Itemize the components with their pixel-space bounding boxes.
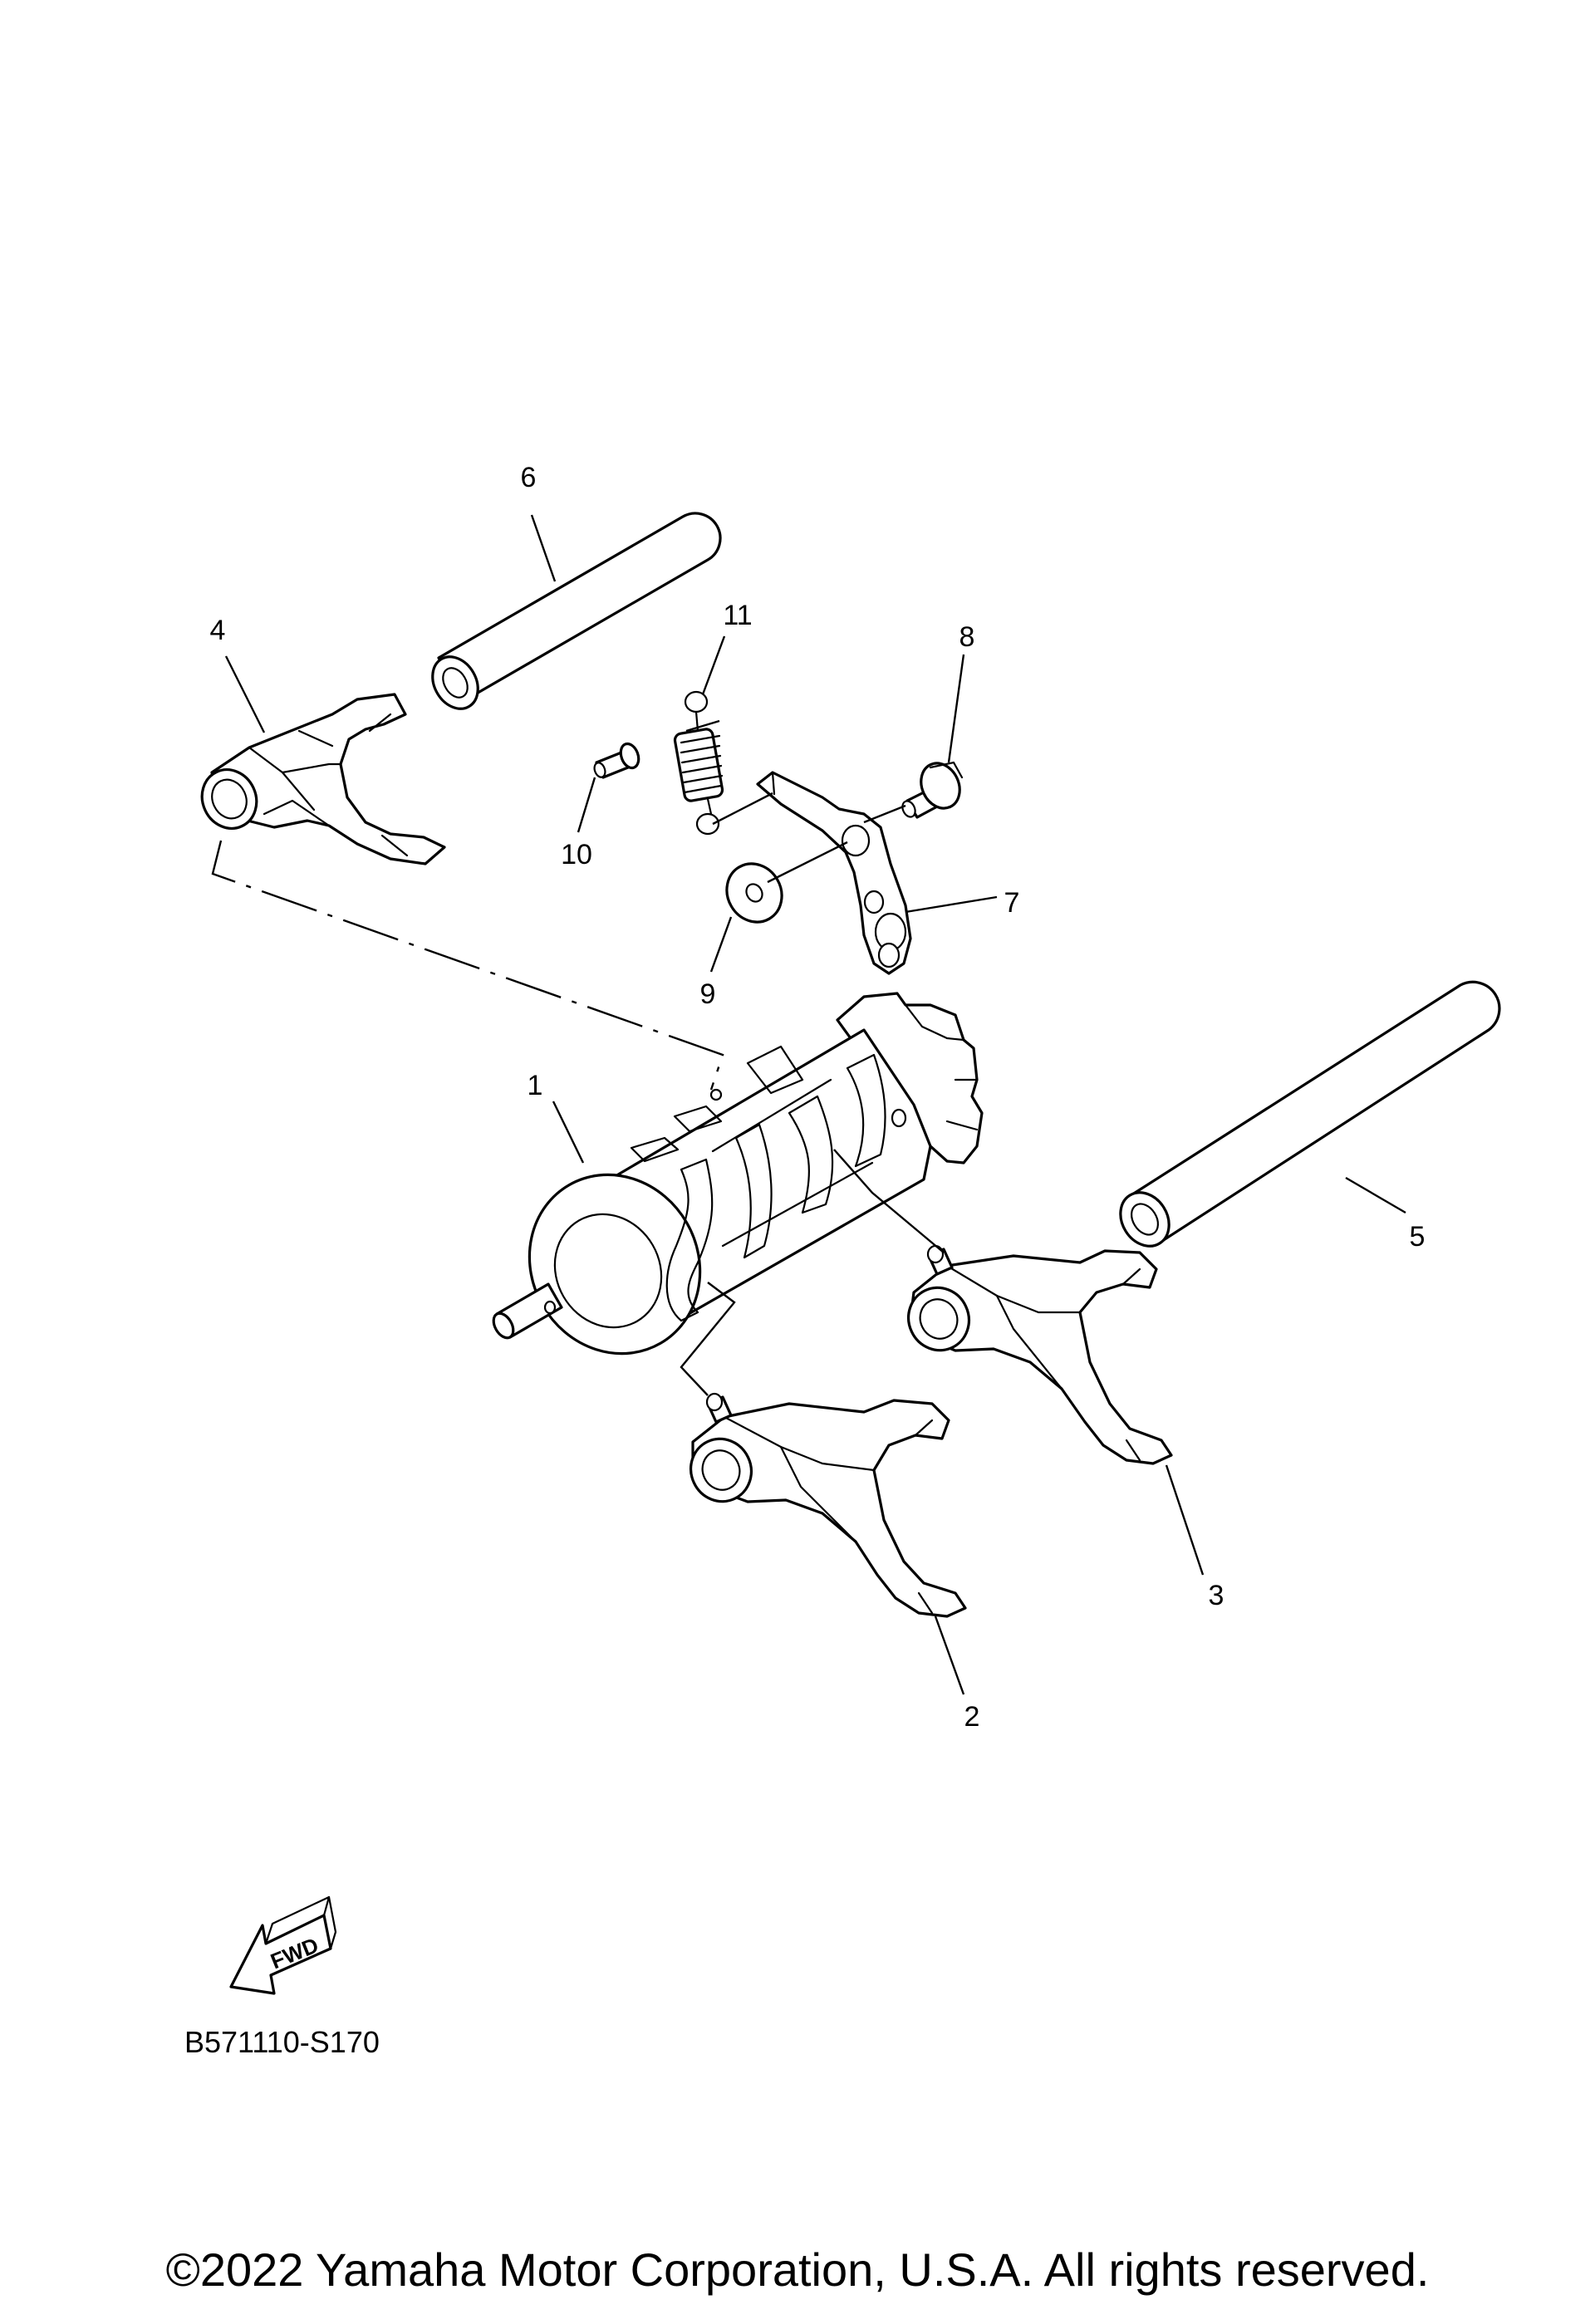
callout-10: 10 [561,839,592,870]
callout-11: 11 [723,600,752,631]
bolt-8 [901,761,964,819]
fwd-arrow-icon: FWD [229,1895,337,1995]
shift-fork-shaft-right [1119,980,1501,1248]
bolt-10 [593,742,640,779]
shift-fork-shaft-upper [431,512,722,710]
stopper-lever [756,771,912,975]
callout-7: 7 [1004,887,1020,919]
callout-3: 3 [1209,1580,1224,1611]
washer [725,862,783,924]
callout-8: 8 [959,621,975,653]
callout-5: 5 [1410,1221,1426,1253]
shift-fork-2 [690,1392,967,1618]
callout-6: 6 [521,462,537,493]
shift-fork-3 [907,1244,1173,1465]
callout-2: 2 [964,1701,980,1733]
callout-1: 1 [528,1070,543,1101]
torsion-spring [673,690,724,836]
callout-4: 4 [210,615,226,646]
callout-9: 9 [700,978,716,1010]
copyright-notice: ©2022 Yamaha Motor Corporation, U.S.A. A… [165,2243,1430,2296]
diagram-code: B571110-S170 [184,2025,380,2059]
callout-numbers: 1 2 3 4 5 6 7 8 9 10 11 [210,462,1426,1733]
shift-fork-4 [200,693,446,865]
callout-leaders [224,514,1406,1695]
assembly-lines [211,719,945,1396]
shift-drum [492,992,984,1356]
